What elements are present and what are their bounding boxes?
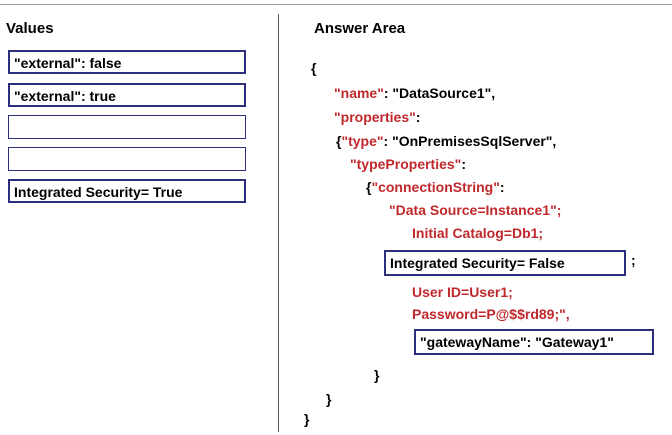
type-line: {"type": "OnPremisesSqlServer",: [336, 132, 556, 150]
data-source-text: "Data Source=Instance1";: [389, 202, 562, 218]
connection-string-line: {"connectionString":: [366, 178, 505, 196]
close-outer-brace: }: [304, 411, 310, 427]
type-properties-line: "typeProperties":: [350, 155, 466, 173]
type-properties-key: "typeProperties": [350, 156, 462, 172]
connection-string-key: "connectionString": [371, 179, 500, 195]
value-external-true[interactable]: "external": true: [8, 83, 246, 107]
type-sep: :: [383, 133, 393, 149]
values-title: Values: [6, 20, 54, 37]
initial-catalog-text: Initial Catalog=Db1;: [412, 225, 544, 241]
value-empty-1[interactable]: [8, 115, 246, 139]
slot-integrated-security[interactable]: Integrated Security= False: [384, 250, 626, 276]
value-empty-2[interactable]: [8, 147, 246, 171]
value-external-false[interactable]: "external": false: [8, 50, 246, 74]
type-value: "OnPremisesSqlServer",: [392, 133, 557, 149]
user-id-text: User ID=User1;: [412, 284, 513, 300]
value-integrated-security-true[interactable]: Integrated Security= True: [8, 179, 246, 203]
password-text: Password=P@$$rd89;",: [412, 306, 570, 322]
properties-line: "properties":: [334, 108, 420, 126]
panel-divider: [278, 14, 279, 432]
type-properties-sep: :: [461, 156, 466, 172]
slot-gateway-name[interactable]: "gatewayName": "Gateway1": [414, 329, 654, 355]
answer-area-title: Answer Area: [314, 20, 406, 37]
slot-semicolon: ;: [631, 252, 636, 268]
name-line: "name": "DataSource1",: [334, 84, 495, 102]
name-value: "DataSource1",: [392, 85, 496, 101]
name-sep: :: [383, 85, 393, 101]
properties-sep: :: [415, 109, 421, 125]
name-key: "name": [334, 85, 384, 101]
type-key: "type": [341, 133, 384, 149]
properties-key: "properties": [334, 109, 416, 125]
close-inner-brace: }: [374, 367, 380, 383]
conn-sep: :: [499, 179, 505, 195]
type-open: {: [336, 133, 342, 149]
top-rule: [0, 4, 672, 5]
open-brace: {: [311, 60, 317, 76]
close-mid-brace: }: [326, 391, 332, 407]
conn-open: {: [366, 179, 372, 195]
